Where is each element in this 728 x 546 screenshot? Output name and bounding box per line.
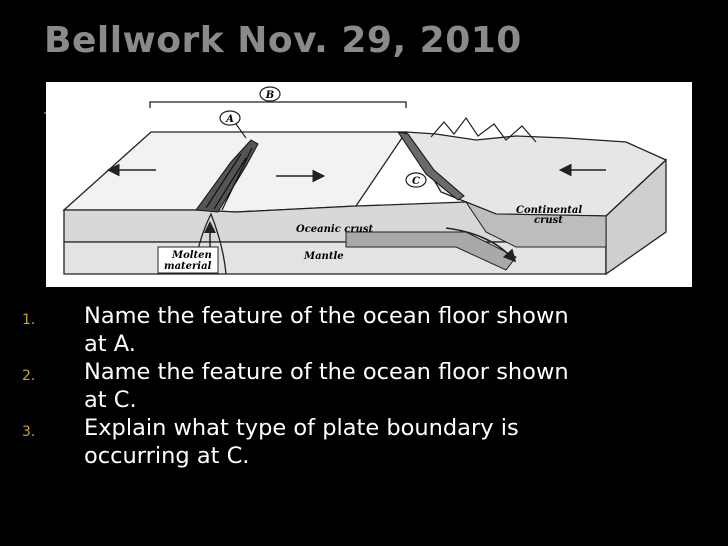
- ocean-trench: [396, 131, 465, 201]
- label-c-circle: [405, 172, 427, 188]
- question-text-line1: Explain what type of plate boundary is: [84, 415, 519, 441]
- label-a: A: [225, 114, 234, 125]
- ridge-fracture-lines: [205, 147, 253, 211]
- oceanic-crust-label: Oceanic crust: [296, 224, 374, 235]
- slide-title: Bellwork Nov. 29, 2010: [44, 20, 522, 61]
- question-item: 1. Name the feature of the ocean floor s…: [22, 302, 712, 358]
- block-side-face: [605, 158, 667, 276]
- question-text-line2: at C.: [84, 387, 137, 413]
- continental-crust-label-line2: crust: [534, 215, 563, 226]
- question-number: 3.: [22, 424, 36, 440]
- label-c: C: [412, 176, 420, 187]
- question-item: 2. Name the feature of the ocean floor s…: [22, 358, 712, 414]
- label-a-circle: [219, 110, 241, 126]
- diagram-svg: B A C Oceanic crust Continental crust Ma…: [62, 86, 668, 276]
- question-list: 1. Name the feature of the ocean floor s…: [22, 302, 712, 470]
- question-number: 1.: [22, 312, 36, 328]
- mantle-label: Mantle: [303, 251, 344, 262]
- continent-surface: [404, 131, 668, 217]
- question-text-line2: at A.: [84, 331, 136, 357]
- molten-label-box: [157, 246, 219, 274]
- mountain-ridge: [430, 116, 537, 143]
- molten-label-line2: material: [164, 261, 212, 272]
- bracket-b: [149, 101, 407, 108]
- question-text-line1: Name the feature of the ocean floor show…: [84, 303, 569, 329]
- plate-boundary-diagram: B A C Oceanic crust Continental crust Ma…: [46, 82, 692, 287]
- subduction-arrow: [445, 227, 517, 263]
- continental-crust-wedge: [464, 200, 607, 248]
- molten-label-line1: Molten: [171, 250, 212, 261]
- question-number: 2.: [22, 368, 36, 384]
- continental-crust-label-line1: Continental: [516, 205, 582, 216]
- label-b: B: [265, 90, 274, 101]
- label-a-pointer: [235, 123, 247, 139]
- question-text-line1: Name the feature of the ocean floor show…: [84, 359, 569, 385]
- question-text-line2: occurring at C.: [84, 443, 250, 469]
- question-item: 3. Explain what type of plate boundary i…: [22, 414, 712, 470]
